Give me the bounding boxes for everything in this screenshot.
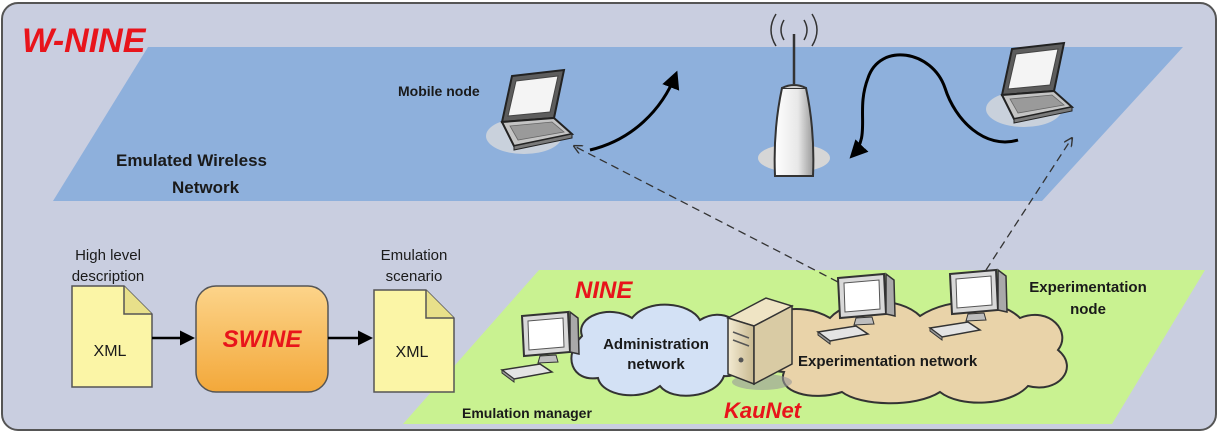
- wireless-network-plane: [53, 47, 1183, 201]
- kaunet-label: KauNet: [724, 398, 803, 423]
- input-doc-label: XML: [94, 343, 127, 360]
- output-xml-document-icon: [373, 289, 455, 393]
- diagram-title: W-NINE: [22, 22, 147, 60]
- wireless-label-line1: Emulated Wireless: [116, 151, 267, 170]
- administration-network-label-line2: network: [627, 356, 685, 373]
- experimentation-node-label-line2: node: [1070, 301, 1106, 318]
- dashed-link-to-mobile-node: [574, 146, 839, 283]
- output-caption-line2: scenario: [386, 268, 443, 285]
- curvy-path-arrow-icon: [849, 53, 1019, 159]
- output-doc-label: XML: [396, 344, 429, 361]
- experimentation-node-label-line1: Experimentation: [1029, 279, 1147, 296]
- input-caption-line2: description: [72, 268, 145, 285]
- input-caption-line1: High level: [75, 247, 141, 264]
- output-caption-line1: Emulation: [381, 247, 448, 264]
- administration-network-label-line1: Administration: [603, 336, 709, 353]
- dashed-link-to-wireless-laptop: [985, 138, 1072, 271]
- nine-title: NINE: [575, 277, 633, 304]
- kaunet-server-icon: [726, 297, 794, 390]
- input-xml-document-icon: [71, 285, 153, 388]
- access-point-tower-icon: [758, 34, 830, 177]
- wireless-label-line2: Network: [172, 178, 240, 197]
- radio-waves-icon: [770, 13, 818, 47]
- experimentation-network-label: Experimentation network: [798, 353, 978, 370]
- movement-arrow-icon: [589, 70, 680, 152]
- swine-label: SWINE: [223, 326, 303, 353]
- emulation-manager-label: Emulation manager: [462, 405, 592, 421]
- mobile-node-label: Mobile node: [398, 83, 480, 99]
